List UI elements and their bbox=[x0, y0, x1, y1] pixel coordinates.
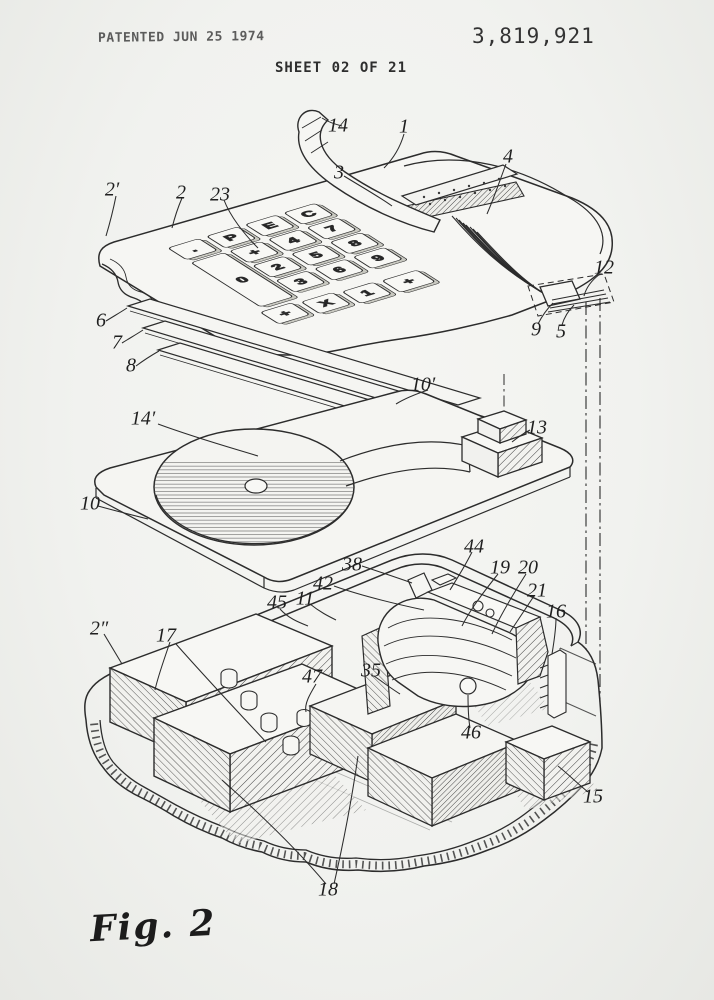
figure-caption: Fig. 2 bbox=[88, 901, 218, 951]
callout-label: 35 bbox=[361, 659, 381, 682]
bottom-housing bbox=[84, 553, 603, 873]
callout-label: 21 bbox=[527, 579, 547, 602]
keypad-key-label: 6 bbox=[330, 265, 350, 275]
callout-label: 23 bbox=[210, 183, 230, 206]
callout-label: 38 bbox=[342, 553, 362, 576]
callout-label: 46 bbox=[461, 721, 481, 744]
callout-label: 45 bbox=[267, 591, 287, 614]
printhead-dots bbox=[422, 177, 507, 206]
callout-label: 14 bbox=[328, 114, 348, 137]
keypad-key-label: ÷ bbox=[276, 309, 296, 319]
keypad-key bbox=[168, 239, 217, 260]
ribbon-cable bbox=[451, 215, 615, 702]
corner-block bbox=[504, 725, 592, 802]
keypad-key-label: 7 bbox=[322, 224, 342, 234]
callout-label: 2′ bbox=[104, 178, 120, 201]
keypad-key-label: . bbox=[186, 245, 201, 253]
phantom-lines bbox=[585, 298, 601, 702]
keypad-key bbox=[307, 218, 356, 239]
callout-label: 2″ bbox=[89, 617, 109, 640]
keypad-key bbox=[382, 270, 435, 292]
callout-label: 14′ bbox=[130, 407, 156, 430]
keypad-key bbox=[331, 233, 379, 254]
keypad-key bbox=[261, 303, 309, 324]
top-case: . 0 P E C +4 7 2 5 8 3 6 9 ÷ X 1 + bbox=[98, 109, 614, 356]
callout-label: 10′ bbox=[410, 373, 436, 396]
paper-clip-bracket bbox=[407, 572, 433, 599]
keypad-key bbox=[302, 292, 350, 314]
callout-label: 44 bbox=[464, 535, 484, 558]
keypad-key-label: 4 bbox=[284, 236, 305, 246]
keypad-key bbox=[192, 253, 293, 307]
keypad-key-label: P bbox=[221, 233, 243, 243]
callout-label: 18 bbox=[318, 878, 338, 901]
keypad-key bbox=[343, 282, 391, 303]
keypad-key-label: 9 bbox=[369, 254, 389, 264]
callout-label: 16 bbox=[546, 600, 566, 623]
keypad-key-label: X bbox=[316, 298, 338, 308]
callout-label: 20 bbox=[518, 556, 538, 579]
callout-label: 7 bbox=[112, 331, 122, 354]
keypad-key bbox=[253, 256, 302, 277]
patent-number: 3,819,921 bbox=[472, 24, 595, 48]
printer-assembly bbox=[361, 573, 549, 715]
connector-block bbox=[460, 410, 544, 479]
keypad-key-label: 5 bbox=[307, 251, 327, 261]
callout-label: 1 bbox=[399, 115, 409, 138]
keypad: . 0 P E C +4 7 2 5 8 3 6 9 ÷ X 1 + bbox=[168, 203, 440, 325]
keypad-key-label: C bbox=[298, 209, 321, 220]
callout-label: 3 bbox=[334, 161, 344, 184]
keypad-key-label: 8 bbox=[345, 239, 365, 249]
tape-roll-plate bbox=[94, 374, 574, 593]
chassis-rail bbox=[135, 553, 581, 665]
battery-connectors bbox=[220, 668, 334, 756]
keypad-key-label: 1 bbox=[358, 288, 378, 298]
callout-label: 42 bbox=[313, 572, 333, 595]
callout-label: 17 bbox=[156, 624, 176, 647]
keypad-key-label: E bbox=[260, 221, 282, 231]
callout-label: 4 bbox=[503, 145, 513, 168]
callout-label: 19 bbox=[490, 556, 510, 579]
callout-label: 9 bbox=[531, 318, 541, 341]
keypad-key bbox=[207, 227, 256, 248]
keypad-key-label: 2 bbox=[268, 262, 288, 272]
callout-label: 13 bbox=[527, 416, 547, 439]
callout-label: 15 bbox=[583, 785, 603, 808]
keypad-key bbox=[246, 215, 294, 236]
leader-lines bbox=[97, 117, 601, 885]
keypad-key-label: 0 bbox=[233, 275, 253, 285]
keypad-key-label: + bbox=[399, 277, 420, 287]
callout-label: 11 bbox=[295, 587, 315, 610]
keypad-key bbox=[276, 271, 325, 292]
keypad-key-label: + bbox=[245, 248, 266, 258]
tape-strip bbox=[297, 109, 441, 233]
callout-label: 10 bbox=[80, 492, 100, 515]
drive-knob bbox=[459, 677, 477, 695]
callout-label: 5 bbox=[556, 320, 566, 343]
keypad-key bbox=[230, 241, 279, 263]
callout-label: 8 bbox=[126, 354, 136, 377]
sheet-number-label: SHEET 02 OF 21 bbox=[274, 60, 408, 76]
keypad-key bbox=[354, 247, 402, 269]
callout-label: 47 bbox=[302, 665, 322, 688]
keypad-key bbox=[315, 259, 364, 280]
keypad-key-label: 3 bbox=[291, 277, 311, 287]
keypad-key bbox=[284, 203, 333, 225]
callout-label: 12 bbox=[594, 256, 614, 279]
callout-label: 2 bbox=[176, 181, 186, 204]
edge-connector bbox=[539, 649, 567, 719]
keypad-key bbox=[292, 244, 340, 266]
callout-label: 6 bbox=[96, 309, 106, 332]
keypad-key bbox=[269, 230, 317, 251]
housing-outline bbox=[84, 641, 603, 873]
